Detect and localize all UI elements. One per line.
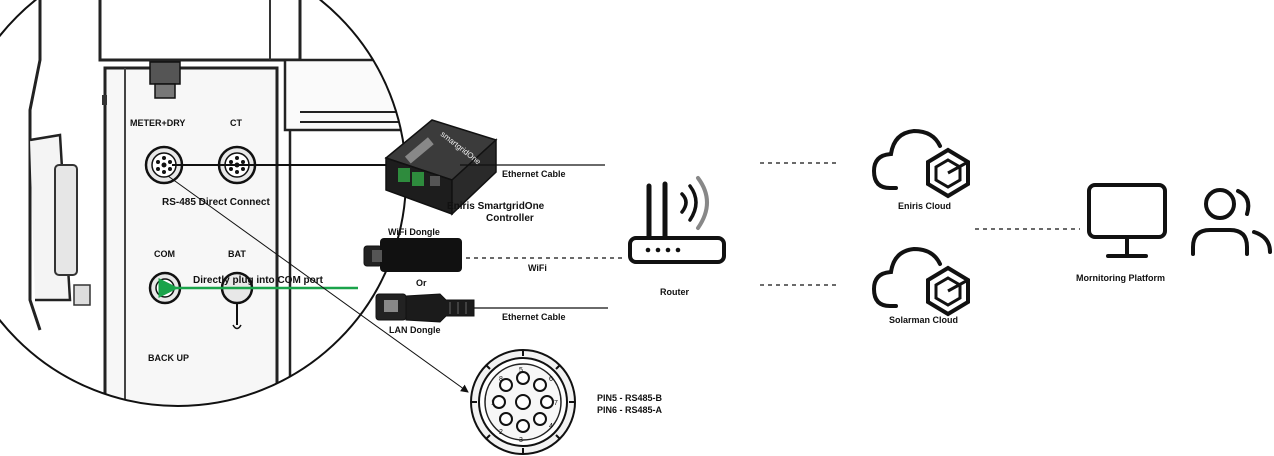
lan-dongle: [375, 293, 475, 323]
pin-number: 2: [499, 429, 503, 436]
pin-number: 4: [549, 423, 553, 430]
meter-dry-label: METER+DRY: [130, 118, 185, 128]
com-connector-face: 1 2 3 4 5 6 7 8: [470, 349, 576, 455]
solarman-cloud-label: Solarman Cloud: [889, 315, 958, 325]
pin-number: 3: [519, 437, 523, 444]
pin-number: 1: [491, 400, 495, 407]
pin5-label: PIN5 - RS485-B: [597, 393, 663, 403]
or-label: Or: [416, 278, 427, 288]
controller-name-line1: Eniris SmartgridOne: [447, 201, 545, 212]
inverter-magnifier: METER+DRY CT RS-485 Direct Connect COM B…: [0, 0, 407, 407]
com-port: [148, 271, 182, 305]
users-icon: [1191, 188, 1272, 256]
wifi-dongle: [363, 238, 462, 272]
ethernet-label-bottom: Ethernet Cable: [502, 312, 566, 322]
monitor-icon: [1087, 183, 1167, 258]
pin6-label: PIN6 - RS485-A: [597, 405, 663, 415]
bat-label: BAT: [228, 249, 246, 259]
lan-dongle-label: LAN Dongle: [389, 325, 441, 335]
pin-number: 6: [549, 376, 553, 383]
router-label: Router: [660, 287, 689, 297]
router-icon: [628, 176, 726, 264]
ethernet-label-top: Ethernet Cable: [502, 169, 566, 179]
wifi-label: WiFi: [528, 263, 547, 273]
rs485-label: RS-485 Direct Connect: [162, 197, 270, 208]
pin-number: 7: [554, 400, 558, 407]
meter-dry-port: [144, 145, 184, 185]
platform-label: Mornitoring Platform: [1076, 273, 1165, 283]
solarman-cloud-icon: [871, 246, 970, 317]
com-label: COM: [154, 249, 175, 259]
backup-label: BACK UP: [148, 353, 189, 363]
wifi-dongle-label: WiFi Dongle: [388, 227, 440, 237]
ct-label: CT: [230, 118, 242, 128]
com-plug-label: Directly plug into COM port: [193, 275, 324, 286]
zoom-arrow: [167, 175, 469, 393]
pin-number: 8: [499, 376, 503, 383]
eniris-cloud-icon: [871, 128, 970, 199]
pin-number: 5: [519, 367, 523, 374]
eniris-cloud-label: Eniris Cloud: [898, 201, 951, 211]
controller-name-line2: Controller: [486, 213, 534, 224]
